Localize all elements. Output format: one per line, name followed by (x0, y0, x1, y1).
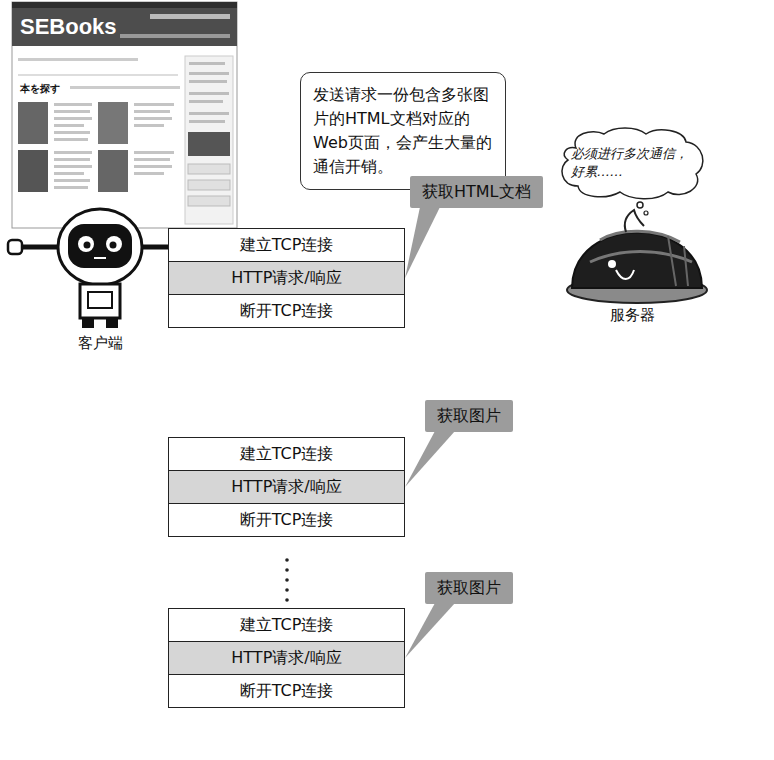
callout-bubble: 获取HTML文档 (410, 176, 543, 208)
server-figure (567, 210, 707, 303)
tcp-open-band: 建立TCP连接 (168, 608, 405, 642)
tcp-close-band: 断开TCP连接 (168, 503, 405, 537)
tcp-open-band: 建立TCP连接 (168, 437, 405, 471)
server-label: 服务器 (610, 306, 655, 325)
node-text: 断开TCP连接 (240, 681, 334, 702)
callout-pointer (405, 431, 455, 487)
node-text: 发送请求一份包含多张图片的HTML文档对应的Web页面，会产生大量的通信开销。 (313, 83, 493, 179)
node-text: 断开TCP连接 (240, 301, 334, 322)
callout-pointer (405, 603, 455, 658)
http-band: HTTP请求/响应 (168, 470, 405, 504)
node-text: 建立TCP连接 (240, 235, 334, 256)
cloud-outline (556, 126, 708, 200)
web-page-screenshot (12, 2, 237, 228)
tcp-close-band: 断开TCP连接 (168, 674, 405, 708)
tcp-close-band: 断开TCP连接 (168, 294, 405, 328)
tcp-open-band: 建立TCP连接 (168, 228, 405, 262)
http-band: HTTP请求/响应 (168, 261, 405, 295)
thought-cloud: 必须进行多次通信，好累…… (556, 126, 708, 200)
node-text: 获取图片 (437, 578, 501, 598)
site-logo: SEBooks (20, 14, 117, 40)
node-text: HTTP请求/响应 (231, 477, 341, 498)
callout-bubble: 获取图片 (425, 400, 513, 432)
node-text: 必须进行多次通信，好累…… (571, 145, 693, 181)
node-text: 断开TCP连接 (240, 510, 334, 531)
node-text: 建立TCP连接 (240, 444, 334, 465)
http-band: HTTP请求/响应 (168, 641, 405, 675)
callout-bubble: 获取图片 (425, 572, 513, 604)
page-heading: 本を探す (18, 82, 62, 96)
node-text: HTTP请求/响应 (231, 268, 341, 289)
note-box: 发送请求一份包含多张图片的HTML文档对应的Web页面，会产生大量的通信开销。 (300, 72, 506, 190)
node-text: HTTP请求/响应 (231, 648, 341, 669)
callout-pointer (405, 207, 440, 278)
continuation-dots (285, 558, 289, 602)
node-text: 建立TCP连接 (240, 615, 334, 636)
node-text: 获取HTML文档 (422, 182, 531, 202)
node-text: 获取图片 (437, 406, 501, 426)
client-robot (8, 209, 192, 328)
client-label: 客户端 (78, 334, 123, 353)
